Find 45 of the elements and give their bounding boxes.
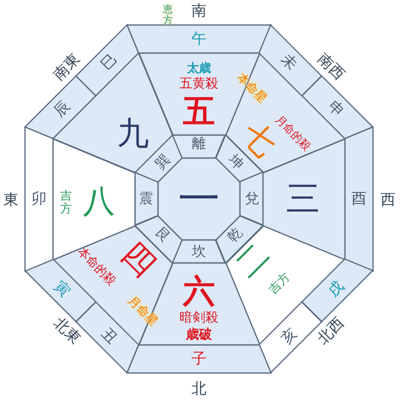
trigram-label: 離 [192, 137, 206, 151]
direction-label: 北東 [51, 315, 83, 347]
sector-note: 月命的殺 [274, 114, 312, 152]
trigram-label: 兌 [245, 192, 259, 206]
direction-label: 北 [192, 382, 206, 396]
branch-label: 申 [324, 98, 346, 120]
direction-label: 東 [4, 192, 18, 208]
direction-label: 南東 [51, 51, 83, 83]
star-number: 九 [117, 117, 149, 149]
trigram-label: 坤 [226, 152, 246, 172]
sector-note: 月命星 [126, 294, 160, 328]
trigram-label: 艮 [153, 225, 173, 245]
star-number: 五 [182, 95, 215, 127]
sector-note: 本命的殺 [76, 244, 118, 288]
branch-label: 子 [191, 352, 206, 366]
sector-note: 暗剣殺 [179, 312, 218, 324]
star-number: 一 [178, 178, 220, 220]
trigram-label: 震 [139, 192, 153, 206]
sector-note: 歳破 [186, 328, 212, 342]
branch-label: 未 [278, 52, 300, 74]
trigram-label: 乾 [225, 225, 245, 245]
branch-label: 酉 [352, 191, 366, 206]
sector-note: 本命星 [235, 71, 269, 105]
star-number: 六 [182, 275, 215, 307]
star-number: 八 [83, 184, 115, 217]
branch-label: 巳 [98, 52, 120, 74]
star-number: 三 [286, 182, 320, 216]
direction-note: 恵方 [163, 6, 173, 26]
trigram-label: 巽 [153, 152, 173, 172]
branch-label: 卯 [32, 191, 46, 206]
branch-label: 亥 [278, 324, 300, 346]
branch-label: 寅 [52, 278, 74, 300]
branch-label: 午 [191, 32, 206, 46]
trigram-label: 坎 [192, 245, 206, 259]
branch-label: 辰 [52, 98, 74, 120]
sector-note: 五黄殺 [179, 78, 218, 90]
sector-note: 吉方 [266, 270, 292, 296]
branch-label: 丑 [98, 324, 120, 346]
direction-label: 北西 [315, 315, 347, 347]
direction-label: 南 [192, 4, 206, 18]
sector-note: 吉方 [60, 189, 72, 215]
direction-label: 西 [380, 192, 396, 208]
sector-note: 太歳 [186, 62, 211, 74]
direction-label: 南西 [315, 51, 347, 83]
branch-label: 戌 [324, 278, 346, 300]
